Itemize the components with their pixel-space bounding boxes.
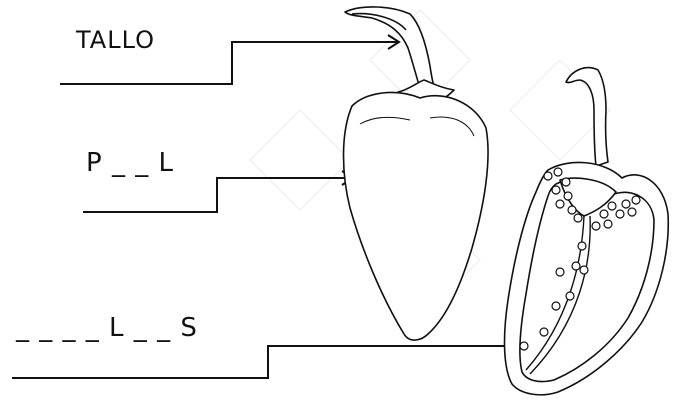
seed — [551, 185, 561, 195]
seeds-group — [519, 167, 641, 351]
seed — [551, 301, 561, 311]
seed — [607, 201, 617, 211]
seeds-leader — [12, 338, 523, 379]
seed — [563, 191, 573, 201]
seed — [591, 221, 601, 231]
seed — [631, 195, 641, 205]
seed — [555, 267, 565, 277]
seed — [519, 341, 529, 351]
cut-pepper — [503, 66, 670, 396]
seed — [561, 177, 571, 187]
seed — [565, 291, 575, 301]
seed — [621, 199, 631, 209]
cut-pepper-stem — [565, 66, 609, 167]
seeds-label: _ _ _ _ L _ _ S — [16, 313, 198, 343]
seed — [543, 171, 553, 181]
seed — [555, 199, 565, 209]
seed — [627, 207, 637, 217]
seed — [553, 167, 563, 177]
seed — [539, 327, 549, 337]
seed — [573, 213, 583, 223]
seed — [603, 219, 613, 229]
seed — [577, 241, 587, 251]
seed — [599, 209, 609, 219]
stem-label: TALLO — [76, 26, 155, 54]
whole-pepper-body — [342, 91, 489, 341]
seed — [567, 205, 577, 215]
seed — [615, 209, 625, 219]
skin-label: P _ _ L — [86, 148, 174, 178]
seed — [571, 261, 581, 271]
stem-leader — [60, 34, 401, 85]
whole-pepper — [342, 6, 489, 341]
seed — [579, 265, 589, 275]
